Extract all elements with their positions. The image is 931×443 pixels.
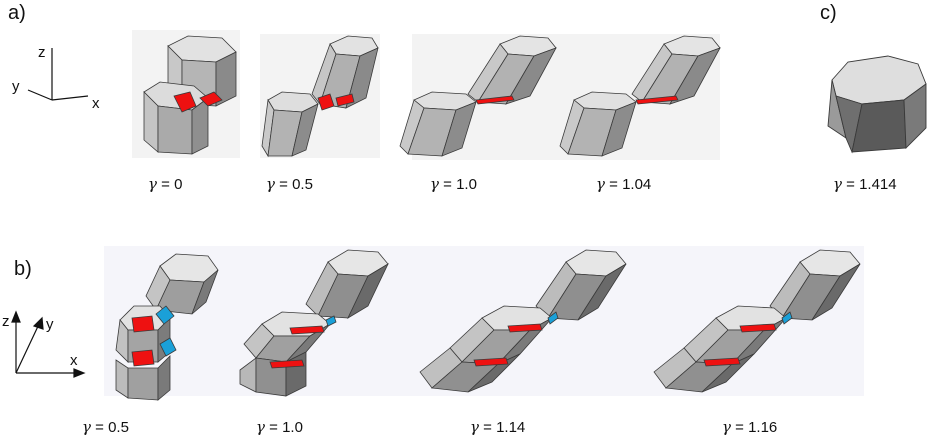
gamma-value: 1.16 <box>748 419 778 436</box>
axis-b-x-label: x <box>70 352 78 369</box>
gamma-value: 1.0 <box>456 176 477 193</box>
gamma-caption-a3: γ = 1.0 <box>430 175 477 193</box>
prism-stack-a2 <box>261 35 379 158</box>
axis-b-z-label: z <box>2 313 10 330</box>
gamma-caption-a4: γ = 1.04 <box>596 175 652 193</box>
gamma-caption-b4: γ = 1.16 <box>722 418 778 436</box>
gamma-value: 1.0 <box>282 419 303 436</box>
gamma-value: 0.5 <box>108 419 129 436</box>
gamma-symbol: γ <box>470 418 479 436</box>
gamma-symbol: γ <box>833 175 842 193</box>
prism-stack-a1 <box>143 35 237 155</box>
axes-triad-a <box>27 48 89 101</box>
gamma-symbol: γ <box>266 175 275 193</box>
axis-a-z-label: z <box>38 44 46 61</box>
gamma-symbol: γ <box>722 418 731 436</box>
gamma-caption-b1: γ = 0.5 <box>82 418 129 436</box>
axes-triad-b <box>11 310 86 378</box>
gamma-value: 0.5 <box>292 176 313 193</box>
prism-c <box>827 55 927 154</box>
gamma-symbol: γ <box>256 418 265 436</box>
gamma-symbol: γ <box>148 175 157 193</box>
gamma-caption-b2: γ = 1.0 <box>256 418 303 436</box>
gamma-symbol: γ <box>82 418 91 436</box>
prism-stack-b3 <box>419 249 627 393</box>
gamma-value: 0 <box>174 176 183 193</box>
prism-stack-b1 <box>115 253 219 401</box>
panel-label-b: b) <box>14 258 32 280</box>
gamma-symbol: γ <box>596 175 605 193</box>
gamma-value: 1.14 <box>496 419 526 436</box>
gamma-symbol: γ <box>430 175 439 193</box>
prism-stack-a3 <box>399 35 557 157</box>
gamma-value: 1.414 <box>859 176 897 193</box>
prism-stack-b4 <box>653 249 861 393</box>
prism-stack-b2 <box>239 249 389 397</box>
panel-label-c: c) <box>820 2 837 24</box>
gamma-caption-c1: γ = 1.414 <box>833 175 897 193</box>
axis-a-y-label: y <box>12 78 20 95</box>
axis-a-x-label: x <box>92 95 100 112</box>
prism-stack-a4 <box>559 35 721 157</box>
gamma-caption-a2: γ = 0.5 <box>266 175 313 193</box>
panel-label-a: a) <box>8 2 26 24</box>
gamma-value: 1.04 <box>622 176 652 193</box>
gamma-caption-b3: γ = 1.14 <box>470 418 526 436</box>
gamma-caption-a1: γ = 0 <box>148 175 183 193</box>
axis-b-y-label: y <box>46 316 54 333</box>
